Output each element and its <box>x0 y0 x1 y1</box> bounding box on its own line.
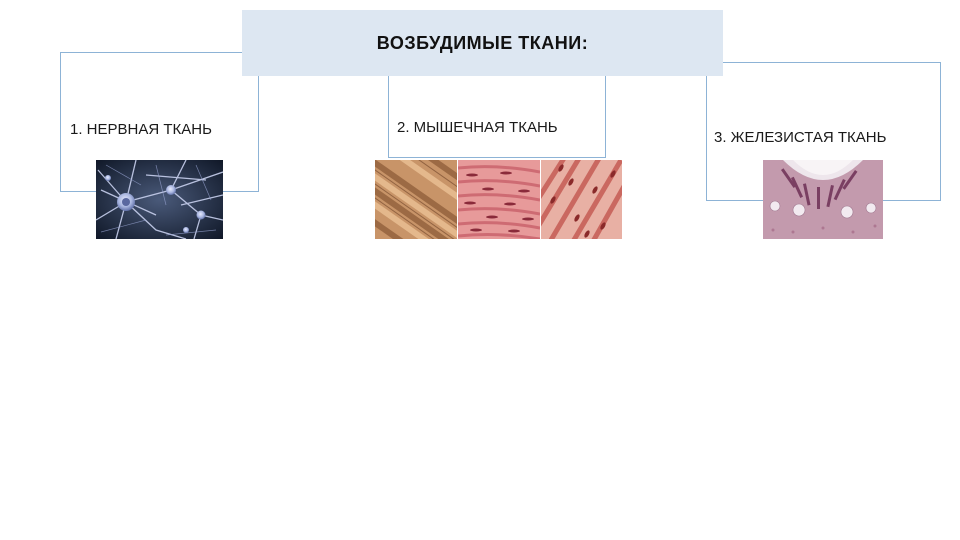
glandular-tissue-image <box>763 160 883 239</box>
nervous-tissue-image <box>96 160 223 239</box>
cardiac-muscle-image <box>541 160 622 239</box>
muscle-tissue-label: 2. МЫШЕЧНАЯ ТКАНЬ <box>397 119 558 136</box>
skeletal-muscle-image <box>375 160 457 239</box>
nervous-tissue-label: 1. НЕРВНАЯ ТКАНЬ <box>70 121 212 138</box>
title-box: ВОЗБУДИМЫЕ ТКАНИ: <box>242 10 723 76</box>
smooth-muscle-image <box>458 160 540 239</box>
glandular-tissue-label: 3. ЖЕЛЕЗИСТАЯ ТКАНЬ <box>714 129 887 146</box>
diagram-title: ВОЗБУДИМЫЕ ТКАНИ: <box>376 32 589 53</box>
